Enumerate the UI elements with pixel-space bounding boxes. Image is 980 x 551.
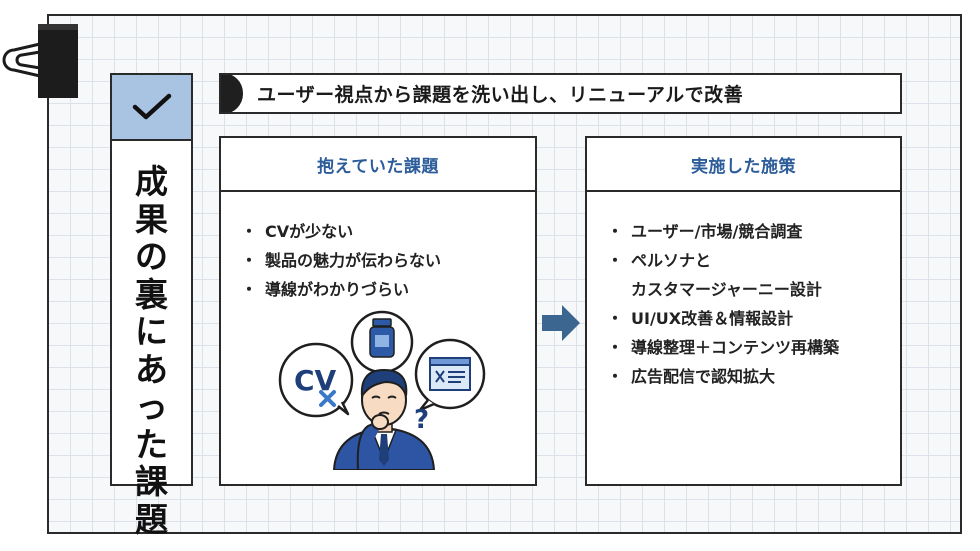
list-item: カスタマージャーニー設計 [631, 280, 822, 299]
side-title: 成 果 の 裏 に あ っ た 課 題 [112, 141, 191, 538]
issues-heading: 抱えていた課題 [221, 138, 535, 192]
list-item: 導線がわかりづらい [241, 275, 535, 304]
list-item: 広告配信で認知拡大 [607, 362, 900, 391]
side-title-char: の [135, 237, 168, 276]
summary-banner: ユーザー視点から課題を洗い出し、リニューアルで改善 [219, 73, 902, 114]
list-item: ユーザー/市場/競合調査 [607, 217, 900, 246]
businessman-figure [332, 368, 436, 470]
binder-clip-icon [2, 24, 78, 98]
side-title-char: 課 [135, 462, 168, 501]
actions-heading: 実施した施策 [587, 138, 900, 192]
list-item: CVが少ない [241, 217, 535, 246]
confused-businessman-illustration: CV ? [278, 310, 486, 470]
side-title-char: 成 [135, 162, 168, 201]
window-icon [429, 357, 471, 391]
side-title-char: 裏 [135, 274, 168, 314]
side-title-char: っ [135, 387, 168, 426]
arrow-right-icon [542, 305, 580, 341]
side-title-char: 果 [135, 199, 168, 239]
question-mark: ? [414, 405, 429, 435]
list-item: 製品の魅力が伝わらない [241, 246, 535, 275]
side-title-char: あ [135, 349, 168, 389]
banner-text: ユーザー視点から課題を洗い出し、リニューアルで改善 [257, 84, 744, 106]
actions-list: ユーザー/市場/競合調査 ペルソナと カスタマージャーニー設計 UI/UX改善＆… [587, 192, 900, 391]
list-item: UI/UX改善＆情報設計 [607, 304, 900, 333]
side-title-char: た [135, 424, 168, 464]
check-box [112, 75, 191, 141]
checkmark-icon [132, 93, 171, 120]
banner-tab [221, 75, 243, 112]
x-mark-icon [319, 390, 336, 407]
side-label-box: 成 果 の 裏 に あ っ た 課 題 [110, 73, 193, 538]
side-title-char: に [135, 312, 168, 351]
issues-list: CVが少ない 製品の魅力が伝わらない 導線がわかりづらい [221, 192, 535, 304]
actions-panel: 実施した施策 ユーザー/市場/競合調査 ペルソナと カスタマージャーニー設計 U… [585, 136, 902, 486]
list-item: 導線整理＋コンテンツ再構築 [607, 333, 900, 362]
issues-panel: 抱えていた課題 CVが少ない 製品の魅力が伝わらない 導線がわかりづらい CV [219, 136, 537, 486]
bottle-icon [369, 318, 395, 358]
list-item: ペルソナと [607, 246, 900, 275]
side-title-char: 題 [135, 499, 168, 539]
cv-text: CV [294, 364, 337, 397]
